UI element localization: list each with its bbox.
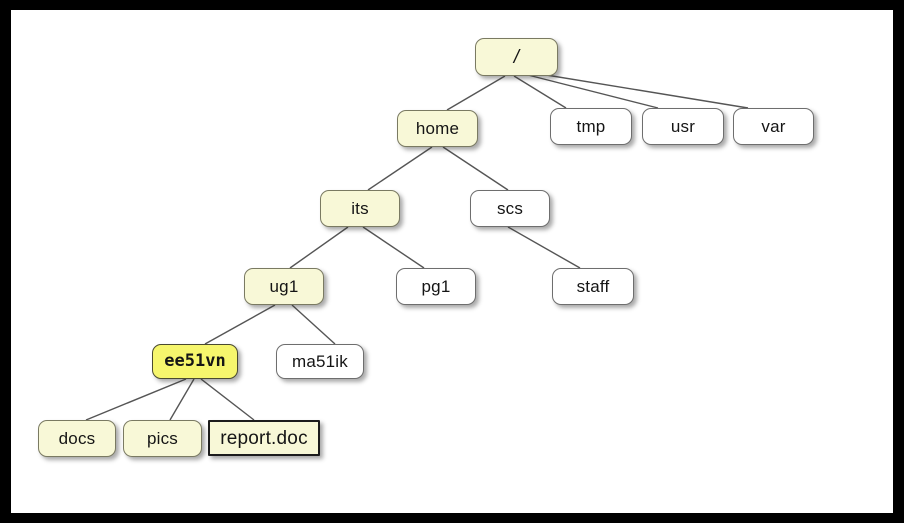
edge-home-to-scs	[442, 146, 509, 191]
tree-node-label: ee51vn	[164, 351, 226, 371]
tree-node-home[interactable]: home	[397, 110, 478, 147]
edge-root-to-home	[446, 75, 506, 111]
tree-node-usr[interactable]: usr	[642, 108, 724, 145]
tree-node-label: tmp	[576, 117, 606, 136]
tree-node-label: ug1	[269, 277, 299, 296]
tree-node-pics[interactable]: pics	[123, 420, 202, 457]
edge-ee51vn-to-report	[200, 378, 255, 421]
edge-its-to-ug1	[289, 226, 349, 269]
tree-node-label: home	[415, 119, 460, 138]
edge-home-to-its	[367, 146, 433, 191]
tree-node-scs[interactable]: scs	[470, 190, 550, 227]
tree-node-pg1[interactable]: pg1	[396, 268, 476, 305]
tree-node-label: /	[513, 46, 520, 68]
tree-node-staff[interactable]: staff	[552, 268, 634, 305]
edge-ee51vn-to-docs	[85, 378, 187, 421]
tree-node-label: staff	[576, 277, 610, 296]
edge-ug1-to-ma51ik	[291, 304, 336, 345]
tree-node-root[interactable]: /	[475, 38, 558, 76]
diagram-canvas: / home tmp usr var its scs ug1 pg1 staff ee51vn ma5…	[11, 10, 893, 513]
edge-root-to-var	[527, 71, 749, 109]
tree-node-ug1[interactable]: ug1	[244, 268, 324, 305]
tree-node-label: pics	[146, 429, 179, 448]
tree-node-label: docs	[58, 429, 96, 448]
tree-node-ee51vn[interactable]: ee51vn	[152, 344, 238, 379]
tree-node-ma51ik[interactable]: ma51ik	[276, 344, 364, 379]
tree-node-label: report.doc	[220, 427, 308, 449]
tree-node-label: its	[351, 199, 369, 218]
tree-node-report[interactable]: report.doc	[208, 420, 320, 456]
tree-node-tmp[interactable]: tmp	[550, 108, 632, 145]
edge-its-to-pg1	[362, 226, 425, 269]
tree-node-docs[interactable]: docs	[38, 420, 116, 457]
edge-ug1-to-ee51vn	[204, 304, 276, 345]
tree-node-label: ma51ik	[291, 352, 348, 371]
tree-node-var[interactable]: var	[733, 108, 814, 145]
edge-scs-to-staff	[507, 226, 581, 269]
tree-node-label: pg1	[421, 277, 451, 296]
tree-node-label: var	[761, 117, 786, 136]
tree-node-its[interactable]: its	[320, 190, 400, 227]
tree-node-label: scs	[496, 199, 524, 218]
edge-root-to-usr	[523, 73, 659, 109]
edge-ee51vn-to-pics	[169, 378, 195, 421]
tree-node-label: usr	[670, 117, 696, 136]
edge-root-to-tmp	[513, 75, 567, 109]
